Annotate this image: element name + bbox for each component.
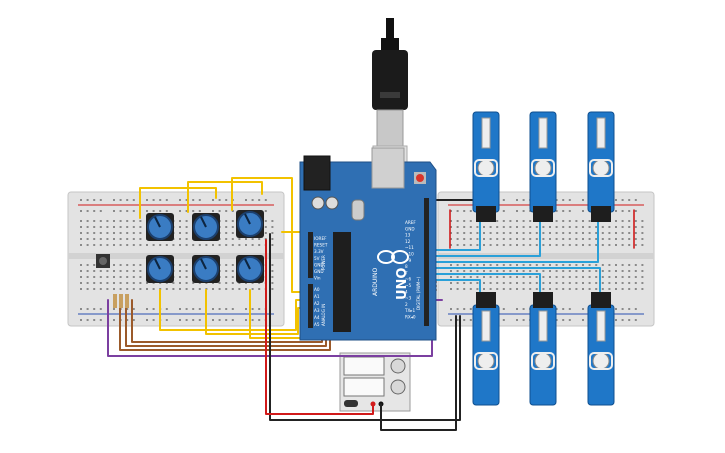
atmega-chip — [333, 232, 351, 332]
wire-blue — [431, 221, 599, 263]
analog-pin-label: A0 — [314, 287, 320, 292]
digital-pin-label: 4 — [405, 289, 408, 294]
potentiometer-knob-icon[interactable] — [146, 213, 174, 241]
digital-pin-label: 2 — [405, 302, 408, 307]
arduino-logo-icon — [377, 250, 409, 264]
resistors — [113, 294, 129, 308]
power-header-label: POWER — [321, 255, 326, 270]
wire-yellow — [139, 187, 217, 219]
wire-blue — [431, 273, 541, 297]
digital-pin-label: 13 — [405, 233, 411, 238]
wire-blue — [431, 279, 481, 297]
servo-motor-icon[interactable] — [529, 304, 557, 406]
digital-pin-label: ~11 — [405, 245, 414, 250]
servo-connector — [533, 206, 553, 222]
digital-pin-label: 12 — [405, 239, 411, 244]
analog-pin-label: A2 — [314, 301, 320, 306]
servo-connector — [476, 292, 496, 308]
analog-pin-label: A3 — [314, 308, 320, 313]
battery-pack-icon — [339, 352, 411, 412]
digital-header — [424, 198, 429, 326]
servo-motor-icon[interactable] — [472, 111, 500, 213]
analog-pin-label: A4 — [314, 315, 320, 320]
power-pin-label: Vin — [314, 276, 321, 281]
analog-header — [308, 284, 313, 328]
usb-port — [371, 147, 405, 189]
digital-pin-label: AREF — [405, 220, 416, 225]
power-pin-label: RESET — [314, 243, 328, 248]
arduino-brand-label: ARDUINO — [372, 267, 379, 296]
servo-motor-icon[interactable] — [472, 304, 500, 406]
servo-motor-icon[interactable] — [587, 111, 615, 213]
potentiometer-knob-icon[interactable] — [192, 213, 220, 241]
wire-blue — [431, 221, 481, 251]
wire-yellow — [187, 181, 263, 213]
servo-motor-icon[interactable] — [587, 304, 615, 406]
power-pin-label: IOREF — [314, 236, 327, 241]
digital-pin-label: GND — [405, 226, 415, 231]
servo-connector — [591, 206, 611, 222]
wire-yellow — [231, 177, 305, 293]
servo-connector — [591, 292, 611, 308]
digital-pin-label: ~9 — [405, 258, 412, 263]
power-pin-label: GND — [314, 262, 324, 267]
analog-pin-label: A1 — [314, 294, 320, 299]
reset-button[interactable] — [416, 174, 424, 182]
wire-black — [380, 315, 457, 431]
power-header — [308, 232, 313, 278]
power-pin-label: 3.3V — [314, 249, 324, 254]
digital-pin-label: ~6 — [405, 277, 412, 282]
analog-header-label: ANALOG IN — [321, 304, 326, 326]
digital-pin-label: 8 — [405, 264, 408, 269]
potentiometer-knob-icon[interactable] — [236, 210, 264, 238]
digital-header-label: DIGITAL (PWM~) — [416, 276, 421, 310]
analog-pin-label: A5 — [314, 322, 320, 327]
power-pin-label: GND — [314, 269, 324, 274]
wire-yellow — [159, 289, 305, 331]
potentiometer-knob-icon[interactable] — [146, 255, 174, 283]
digital-pin-label: 7 — [405, 270, 408, 275]
servo-motor-icon[interactable] — [529, 111, 557, 213]
power-jack — [303, 155, 331, 191]
servo-connector — [476, 206, 496, 222]
potentiometers — [146, 210, 264, 283]
push-button-icon[interactable] — [96, 254, 110, 268]
potentiometer-knob-icon[interactable] — [192, 255, 220, 283]
digital-pin-label: ~10 — [405, 252, 414, 257]
digital-pin-label: RX◂0 — [405, 315, 416, 320]
servos — [472, 111, 615, 406]
potentiometer-knob-icon[interactable] — [236, 255, 264, 283]
digital-pin-label: ~5 — [405, 283, 412, 288]
wire-blue — [431, 221, 541, 257]
servo-connector — [533, 292, 553, 308]
digital-pin-label: ~3 — [405, 296, 412, 301]
wire-black — [269, 233, 461, 421]
power-pin-label: 5V — [314, 256, 320, 261]
wire-red — [265, 239, 374, 415]
wire-blue — [431, 267, 601, 297]
arduino-uno-board: ARDUINO UNO POWER ANALOG IN DIGITAL (PWM… — [299, 147, 437, 341]
arduino-model-label: UNO — [395, 268, 410, 301]
digital-pin-label: TX▸1 — [404, 308, 416, 313]
